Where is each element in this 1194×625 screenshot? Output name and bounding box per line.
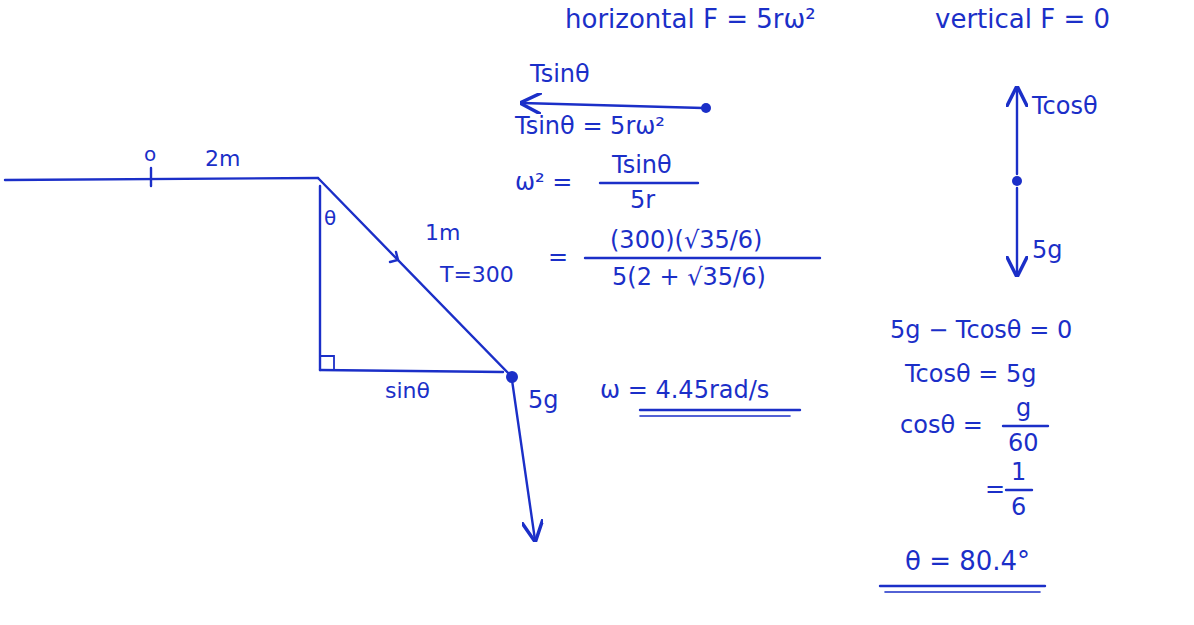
equation: Tsinθ = 5rω² [515,112,665,141]
axis-tick [150,168,152,186]
denominator: 5r [630,186,655,215]
fraction-bar [585,257,820,259]
force-label: 5g [1032,236,1063,265]
force-label: Tcosθ [1032,92,1098,121]
axis-label: o [144,142,156,166]
heading-note: horizontal F = 5rω² [565,4,816,35]
horizontal-rod [5,178,318,180]
tension-arrowhead [390,252,398,262]
dimension: 1m [425,220,460,246]
equation: = [548,243,568,272]
right-angle-mark [320,356,334,370]
dimension: 2m [205,146,240,172]
answer: ω = 4.45rad/s [600,376,769,405]
equation: ω² = [515,168,572,197]
numerator: (300)(√35/6) [610,226,762,255]
force-arrow [1016,188,1018,275]
equation: cosθ = [900,411,983,440]
fraction-bar [1003,425,1048,427]
answer-underline [640,409,800,411]
force-arrow [1016,88,1018,174]
equation: = [985,475,1005,504]
force-arrow [522,103,703,108]
denominator: 6 [1011,493,1026,522]
answer: θ = 80.4° [905,546,1030,577]
fraction-bar [600,182,698,184]
equation: Tcosθ = 5g [905,360,1037,389]
answer-underline [885,591,1040,593]
numerator: 1 [1011,458,1026,487]
answer-underline [640,415,790,417]
numerator: g [1016,394,1031,423]
answer-underline [880,585,1045,587]
component-label: sinθ [385,378,430,404]
force-label: Tsinθ [530,60,590,89]
force-label: 5g [528,386,559,415]
vertical-line [319,186,321,370]
numerator: Tsinθ [612,151,672,180]
mass-dot [506,371,518,383]
fraction-bar [1006,489,1032,491]
denominator: 5(2 + √35/6) [612,263,766,292]
force-label: T=300 [440,262,514,288]
mass-dot [1012,176,1022,186]
denominator: 60 [1008,429,1039,458]
mass-dot [701,103,711,113]
horizontal-line [320,370,503,372]
equation: 5g − Tcosθ = 0 [890,316,1072,345]
heading-note: vertical F = 0 [935,4,1110,35]
angle-label: θ [324,206,336,230]
